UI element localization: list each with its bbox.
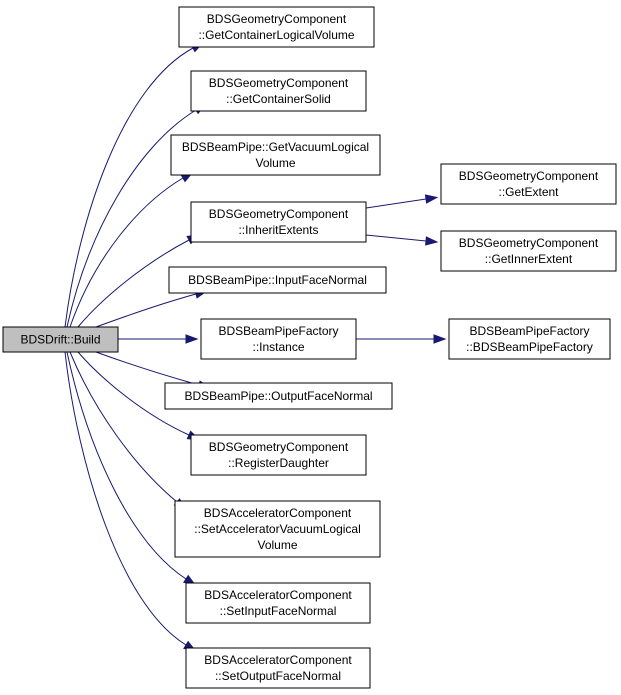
edge-line [64,351,187,646]
node-label-line: Volume [255,156,295,170]
node-label-line: ::GetExtent [498,185,559,199]
arrowhead [185,334,199,344]
node-label-line: ::SetInputFaceNormal [220,604,337,618]
arrowhead [424,194,439,204]
node-label-line: BDSAcceleratorComponent [204,506,352,520]
edge-line [69,351,178,503]
node-label-line: BDSGeometryComponent [209,207,349,221]
node-label-line: BDSDrift::Build [20,333,100,347]
node-label-line: BDSGeometryComponent [459,236,599,250]
function-node-ie[interactable]: BDSGeometryComponent::InheritExtents [190,201,367,243]
node-box[interactable] [190,201,367,243]
function-node-ifn[interactable]: BDSBeamPipe::InputFaceNormal [168,266,387,294]
edge-root-to-inst [118,334,199,344]
edge-line [69,177,184,328]
edge-root-to-ifn [95,289,209,328]
node-label-line: BDSGeometryComponent [207,12,347,26]
node-label-line: BDSGeometryComponent [209,76,349,90]
function-node-gie[interactable]: BDSGeometryComponent::GetInnerExtent [440,230,617,272]
function-node-sifn[interactable]: BDSAcceleratorComponent::SetInputFaceNor… [185,582,371,624]
edge-line [64,47,194,328]
node-box[interactable] [448,318,611,360]
node-box[interactable] [178,6,375,48]
node-label-line: ::SetOutputFaceNormal [215,669,341,683]
function-node-rd[interactable]: BDSGeometryComponent::RegisterDaughter [190,434,367,476]
node-label-line: ::GetContainerLogicalVolume [198,28,354,42]
node-label-line: BDSBeamPipe::GetVacuumLogical [182,140,369,154]
edge-line [66,109,197,328]
edge-inst-to-ctor [356,334,447,344]
arrowhead [425,236,439,246]
function-node-savl[interactable]: BDSAcceleratorComponent::SetAcceleratorV… [174,500,381,558]
node-box[interactable] [185,647,371,689]
node-label-line: ::GetInnerExtent [485,252,573,266]
function-node-gcl[interactable]: BDSGeometryComponent::GetContainerLogica… [178,6,375,48]
node-label-line: ::BDSBeamPipeFactory [466,340,593,354]
function-node-ge[interactable]: BDSGeometryComponent::GetExtent [440,163,617,205]
node-label-line: BDSGeometryComponent [459,169,599,183]
node-label-line: ::InheritExtents [238,223,318,237]
node-label-line: ::SetAcceleratorVacuumLogical [194,522,361,536]
function-node-sofn[interactable]: BDSAcceleratorComponent::SetOutputFaceNo… [185,647,371,689]
function-node-gcs[interactable]: BDSGeometryComponent::GetContainerSolid [190,70,367,112]
node-label-line: BDSGeometryComponent [209,440,349,454]
node-box[interactable] [200,318,357,360]
node-box[interactable] [190,434,367,476]
node-box[interactable] [440,163,617,205]
edge-line [365,234,427,242]
node-label-line: BDSAcceleratorComponent [204,653,352,667]
edge-ie-to-ge [365,194,439,209]
call-nodes: BDSDrift::BuildBDSGeometryComponent::Get… [2,6,617,689]
node-box[interactable] [164,382,393,410]
node-label-line: BDSBeamPipe::InputFaceNormal [188,273,367,287]
node-box [2,326,119,353]
edge-line [66,351,187,580]
node-box[interactable] [170,134,381,176]
edge-line [77,239,190,328]
root-function-node: BDSDrift::Build [2,326,119,353]
node-label-line: BDSAcceleratorComponent [204,588,352,602]
node-label-line: BDSBeamPipe::OutputFaceNormal [184,389,372,403]
node-label-line: BDSBeamPipeFactory [218,324,338,338]
node-label-line: Volume [257,538,297,552]
node-box[interactable] [185,582,371,624]
edge-line [77,351,190,436]
function-node-inst[interactable]: BDSBeamPipeFactory::Instance [200,318,357,360]
edge-root-to-gvl [69,171,194,328]
node-label-line: ::GetContainerSolid [226,92,331,106]
node-box[interactable] [190,70,367,112]
node-box[interactable] [440,230,617,272]
node-box[interactable] [168,266,387,294]
function-node-ofn[interactable]: BDSBeamPipe::OutputFaceNormal [164,382,393,410]
edge-line [95,351,200,386]
node-label-line: BDSBeamPipeFactory [469,324,589,338]
edge-ie-to-gie [365,234,439,246]
node-label-line: ::RegisterDaughter [228,456,329,470]
node-label-line: ::Instance [252,340,304,354]
arrowhead [433,334,447,344]
function-node-ctor[interactable]: BDSBeamPipeFactory::BDSBeamPipeFactory [448,318,611,360]
node-box[interactable] [174,500,381,558]
edge-line [95,293,197,328]
edge-line [365,198,427,209]
